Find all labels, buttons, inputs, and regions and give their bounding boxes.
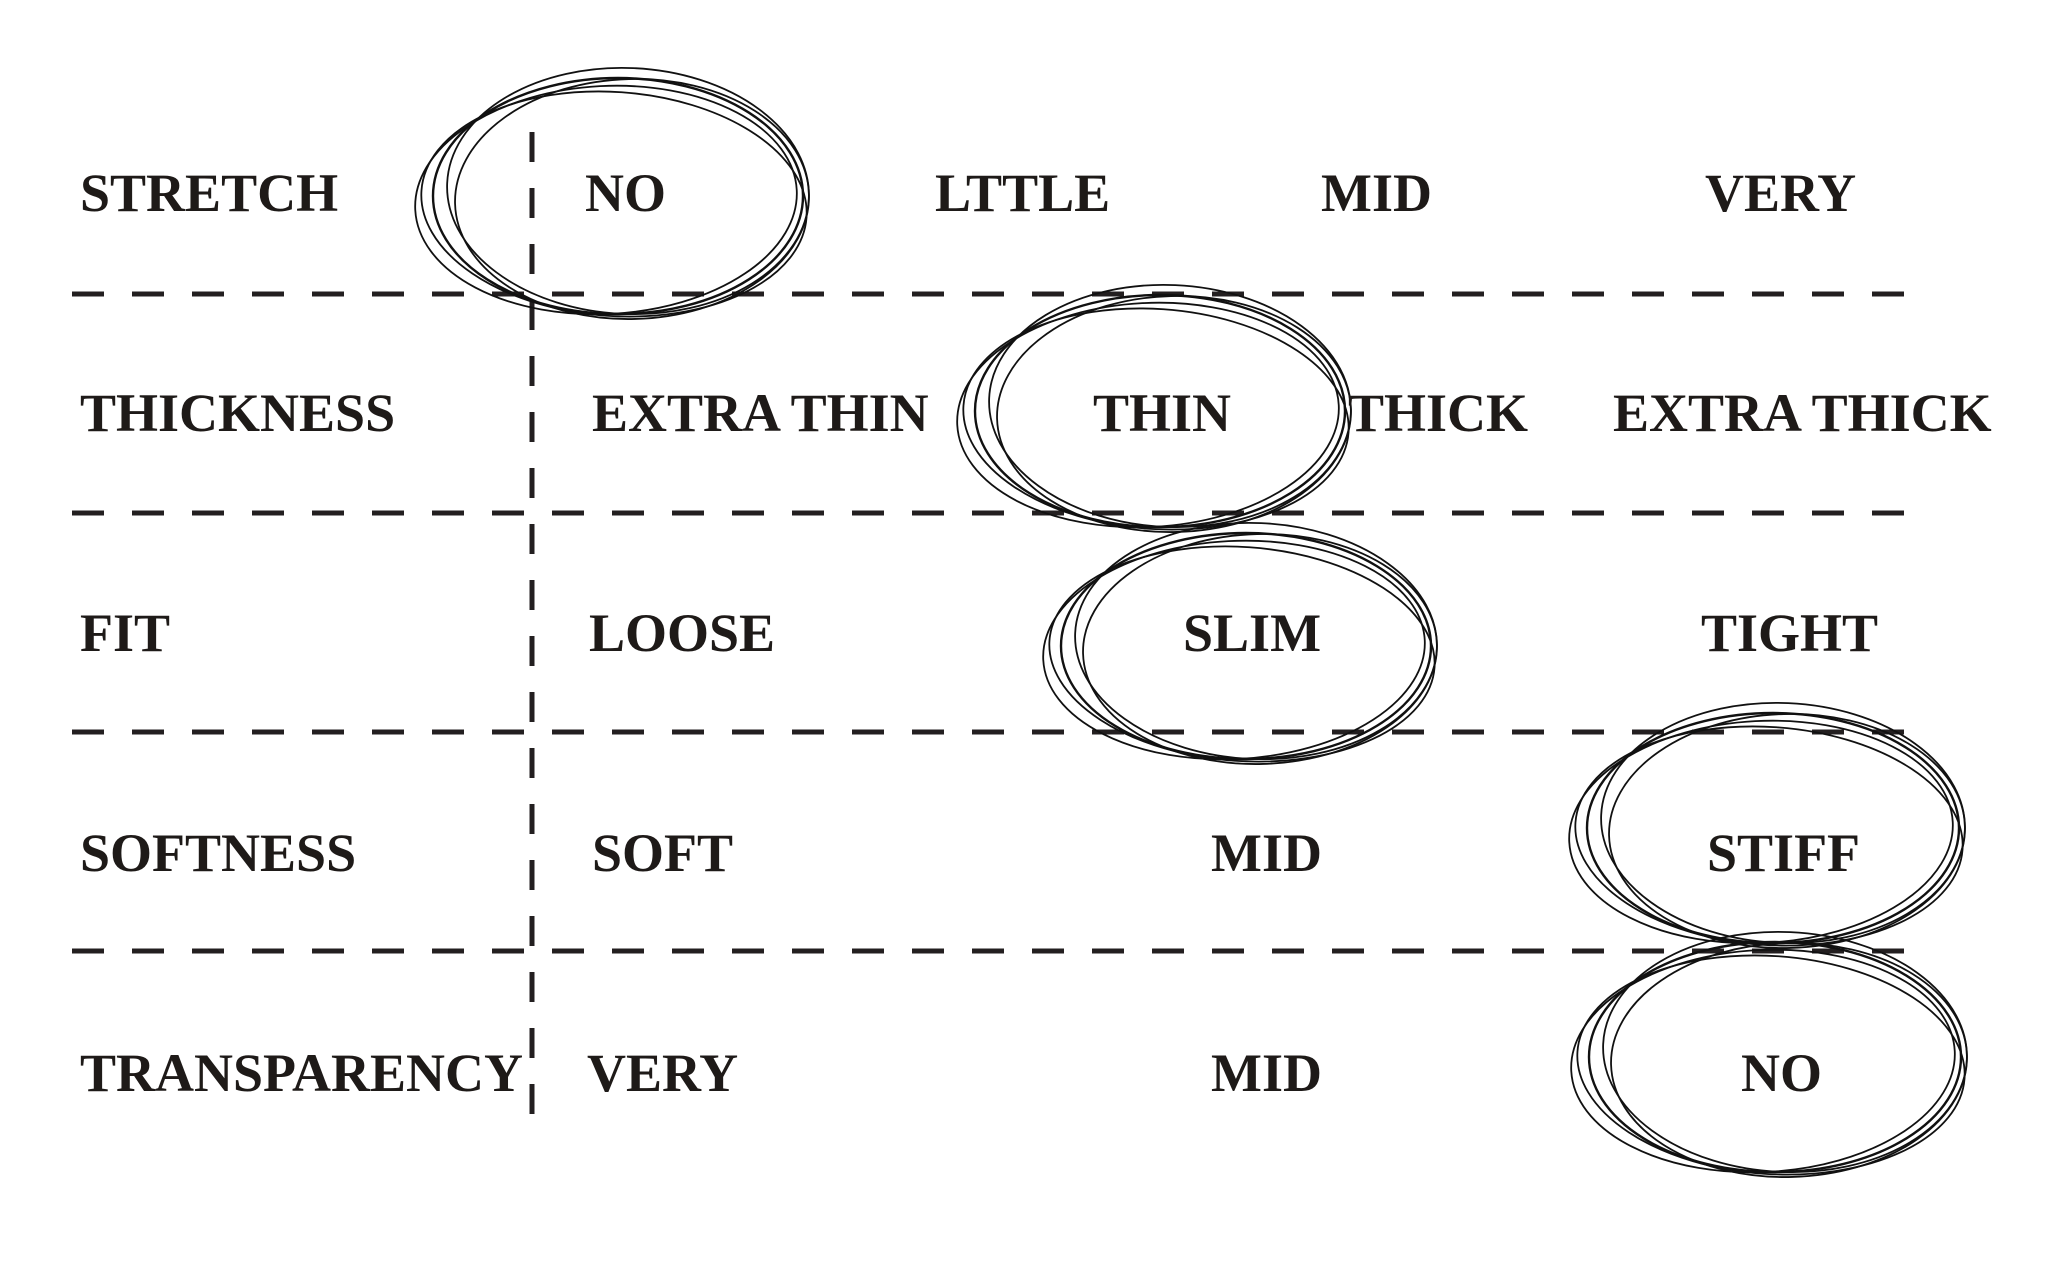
option-fit-loose: LOOSE bbox=[589, 603, 776, 663]
row-label-fit: FIT bbox=[80, 603, 171, 663]
selection-circles bbox=[414, 66, 1968, 1178]
option-thickness-extra-thin: EXTRA THIN bbox=[592, 383, 929, 443]
circle-stroke bbox=[1082, 533, 1438, 765]
row-label-thickness: THICKNESS bbox=[80, 383, 396, 443]
row-label-transparency: TRANSPARENCY bbox=[80, 1043, 524, 1103]
row-label-softness: SOFTNESS bbox=[80, 823, 357, 883]
selection-circle-row-5 bbox=[1570, 930, 1968, 1178]
dashed-grid-lines bbox=[72, 132, 1920, 1122]
option-stretch-no: NO bbox=[585, 163, 666, 223]
selection-circle-row-3 bbox=[1042, 521, 1438, 765]
selection-circle-row-1 bbox=[414, 66, 810, 320]
option-stretch-very: VERY bbox=[1705, 163, 1857, 223]
option-softness-mid: MID bbox=[1211, 823, 1322, 883]
option-transparency-no: NO bbox=[1741, 1043, 1822, 1103]
option-thickness-extra-thick: EXTRA THICK bbox=[1613, 383, 1992, 443]
option-stretch-little: LTTLE bbox=[935, 163, 1111, 223]
selection-circle-row-2 bbox=[956, 283, 1352, 533]
option-thickness-thin: THIN bbox=[1093, 383, 1232, 443]
option-fit-slim: SLIM bbox=[1183, 603, 1322, 663]
option-thickness-thick: THICK bbox=[1348, 383, 1529, 443]
option-softness-soft: SOFT bbox=[592, 823, 734, 883]
option-fit-tight: TIGHT bbox=[1701, 603, 1879, 663]
option-softness-stiff: STIFF bbox=[1707, 823, 1861, 883]
row-label-stretch: STRETCH bbox=[80, 163, 339, 223]
circle-stroke bbox=[1610, 942, 1968, 1178]
option-stretch-mid: MID bbox=[1321, 163, 1432, 223]
option-transparency-very: VERY bbox=[587, 1043, 739, 1103]
option-transparency-mid: MID bbox=[1211, 1043, 1322, 1103]
circle-stroke bbox=[1608, 713, 1966, 949]
circle-stroke bbox=[454, 78, 810, 320]
